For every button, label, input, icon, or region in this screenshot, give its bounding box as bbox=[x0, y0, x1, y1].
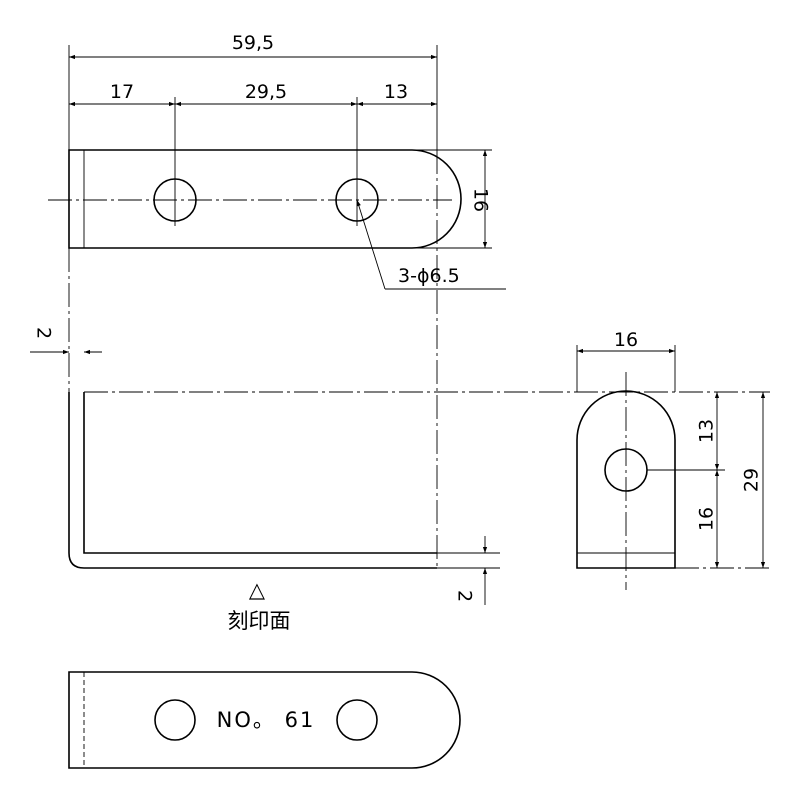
part-number-marking: NO。 61 bbox=[217, 708, 316, 732]
dim-top-width: 16 bbox=[470, 188, 492, 212]
dim-left-to-hole1: 17 bbox=[110, 81, 134, 103]
dim-side-hole-to-base: 16 bbox=[696, 507, 718, 531]
bottom-view-hole-2 bbox=[336, 699, 378, 741]
bottom-view: NO。 61 bbox=[68, 671, 461, 769]
side-width-dimension: 16 bbox=[576, 329, 676, 392]
thickness-left-dimension: 2 bbox=[30, 327, 102, 355]
dim-hole-pitch: 29,5 bbox=[245, 81, 287, 103]
thickness-bottom-dimension: 2 bbox=[437, 536, 500, 605]
dim-side-height: 29 bbox=[741, 468, 763, 492]
side-view bbox=[576, 372, 770, 590]
top-view-hole-2 bbox=[335, 178, 379, 222]
side-height-dimensions: 13 16 29 bbox=[696, 392, 766, 568]
dim-overall-length: 59,5 bbox=[232, 32, 274, 54]
bottom-view-outline bbox=[68, 671, 461, 769]
hole-callout: 3-ϕ6.5 bbox=[356, 199, 506, 290]
top-width-dimension: 16 bbox=[412, 149, 492, 249]
engraving-triangle-symbol: △ bbox=[249, 578, 266, 602]
top-view bbox=[48, 97, 462, 249]
dim-side-hole-to-top: 13 bbox=[696, 419, 718, 443]
top-view-outline bbox=[68, 149, 462, 249]
bottom-view-hole-1 bbox=[154, 699, 196, 741]
engraving-mark: △ 刻印面 bbox=[228, 578, 291, 633]
hole-callout-text: 3-ϕ6.5 bbox=[398, 265, 460, 287]
dim-thickness-bottom: 2 bbox=[454, 590, 476, 602]
side-view-outline bbox=[576, 390, 676, 569]
dim-side-width: 16 bbox=[614, 329, 638, 351]
front-view-outline bbox=[68, 392, 437, 569]
dim-hole2-to-end: 13 bbox=[384, 81, 408, 103]
top-view-hole-1 bbox=[153, 178, 197, 222]
dim-thickness-left: 2 bbox=[33, 327, 55, 339]
front-view bbox=[68, 391, 770, 569]
top-dimensions: 59,5 17 29,5 13 bbox=[68, 32, 438, 150]
engraving-label: 刻印面 bbox=[228, 609, 291, 633]
